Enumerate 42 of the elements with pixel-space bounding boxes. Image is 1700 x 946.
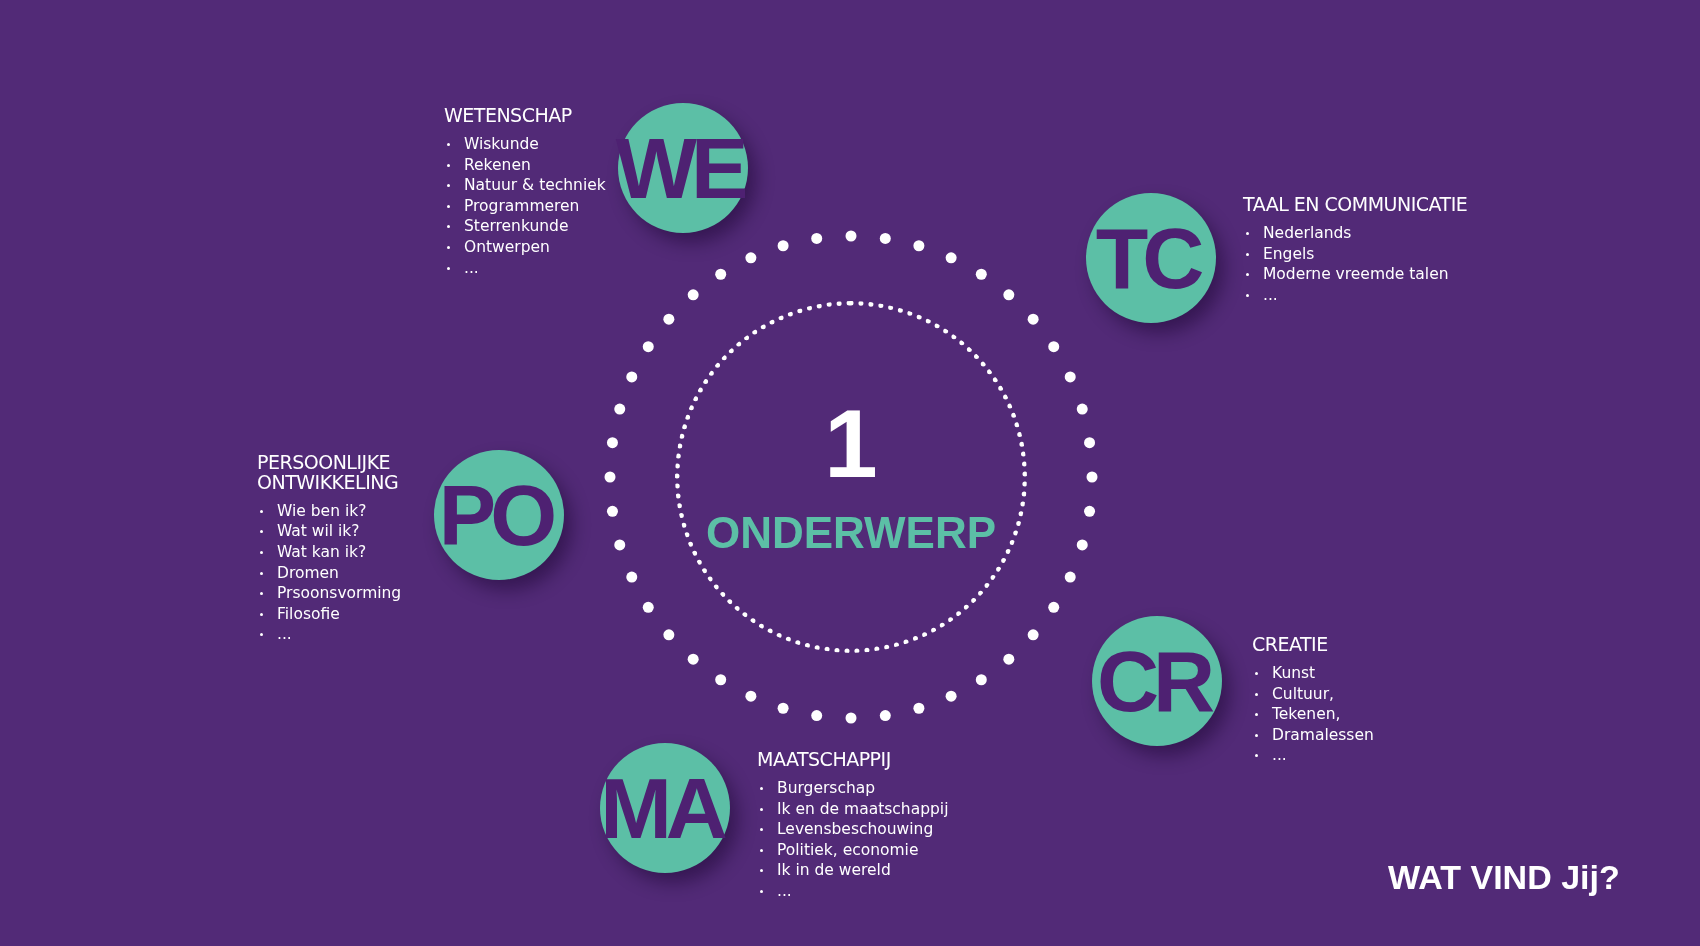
list-item: ... (1263, 285, 1278, 304)
list-item: Wiskunde (464, 134, 539, 153)
list-item: ... (464, 258, 479, 277)
list-item: ... (277, 625, 292, 644)
list-item: Dramalessen (1272, 725, 1374, 744)
subject-heading: WETENSCHAP (444, 106, 573, 126)
list-item: Moderne vreemde talen (1263, 265, 1449, 284)
list-item: ... (1272, 746, 1287, 765)
list-item: Dromen (277, 563, 339, 582)
list-item: Rekenen (464, 155, 531, 174)
topic-circle (675, 301, 1027, 653)
list-item: Politiek, economie (777, 840, 919, 859)
list-item: Wie ben ik? (277, 501, 367, 520)
list-item: Programmeren (464, 196, 580, 215)
list-item: Filosofie (277, 604, 340, 623)
list-item: Ik in de wereld (777, 861, 891, 880)
list-item: Tekenen, (1272, 705, 1341, 724)
list-item: ... (777, 881, 792, 900)
list-item: Nederlands (1263, 223, 1352, 242)
topic-title: ONDERWERP (705, 508, 997, 558)
subject-abbreviation: PO (437, 472, 553, 558)
subject-abbreviation: TC (1094, 215, 1200, 301)
list-item: Natuur & techniek (464, 176, 606, 195)
subject-heading: PERSOONLIJKE ONTWIKKELING (257, 453, 400, 493)
list-item: Kunst (1272, 663, 1316, 682)
subject-heading: MAATSCHAPPIJ (757, 750, 892, 770)
list-item: Ik en de maatschappij (777, 799, 949, 818)
list-item: Sterrenkunde (464, 217, 569, 236)
tagline-text: WAT VIND Jij? (1388, 858, 1620, 897)
list-item: Wat kan ik? (277, 543, 367, 562)
list-item: Prsoonsvorming (277, 584, 402, 603)
list-item: Engels (1263, 244, 1315, 263)
subject-abbreviation: MA (599, 765, 724, 851)
list-item: Wat wil ik? (277, 522, 360, 541)
list-item: Burgerschap (777, 778, 876, 797)
list-item: Ontwerpen (464, 237, 550, 256)
list-item: Cultuur, (1272, 684, 1334, 703)
topic-number: 1 (824, 396, 878, 492)
subject-heading: CREATIE (1252, 635, 1329, 655)
subject-heading: TAAL EN COMMUNICATIE (1243, 195, 1469, 215)
subject-abbreviation: CR (1095, 638, 1211, 724)
list-item: Levensbeschouwing (777, 820, 934, 839)
